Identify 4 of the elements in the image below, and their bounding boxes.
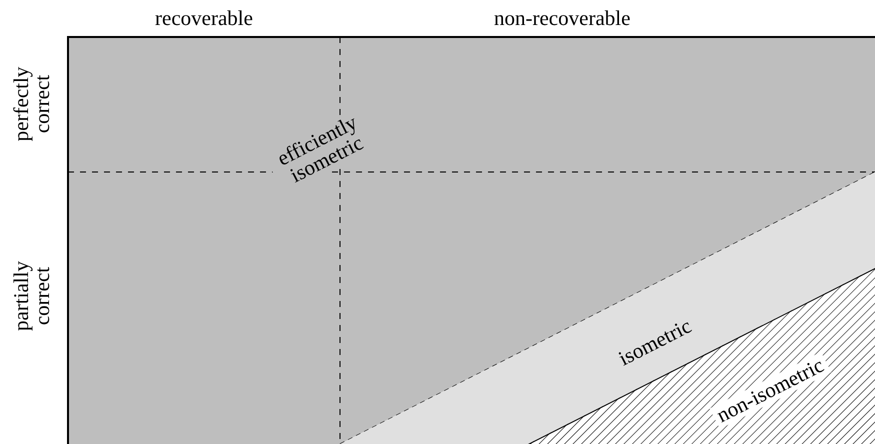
axis-label: recoverable (155, 8, 253, 28)
axis-label: partially correct (11, 260, 53, 333)
axis-label: non-recoverable (494, 8, 630, 28)
axis-label: perfectly correct (11, 66, 53, 144)
